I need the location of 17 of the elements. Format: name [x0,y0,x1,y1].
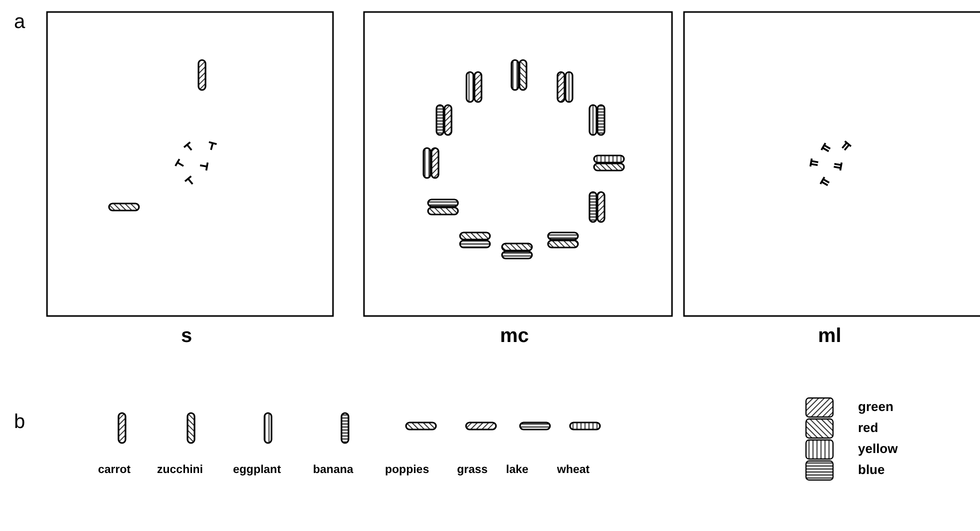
legend-label: yellow [858,442,898,455]
panel-letter: b [14,412,26,432]
stimulus-label: eggplant [233,465,281,476]
panel-label: mc [500,326,529,346]
stimulus-label: carrot [98,465,131,476]
legend-label: blue [858,463,885,476]
stimulus-label: poppies [385,465,430,476]
stimulus-label: zucchini [157,465,204,476]
legend-label: green [858,400,894,413]
panel-label: ml [818,326,842,346]
stimulus-label: lake [506,465,528,476]
stimulus-label: banana [313,465,354,476]
stimulus-label: wheat [557,465,590,476]
stimulus-label: grass [457,465,488,476]
legend-label: red [858,421,878,434]
panel-label: s [181,326,192,346]
panel-letter: a [14,12,26,32]
